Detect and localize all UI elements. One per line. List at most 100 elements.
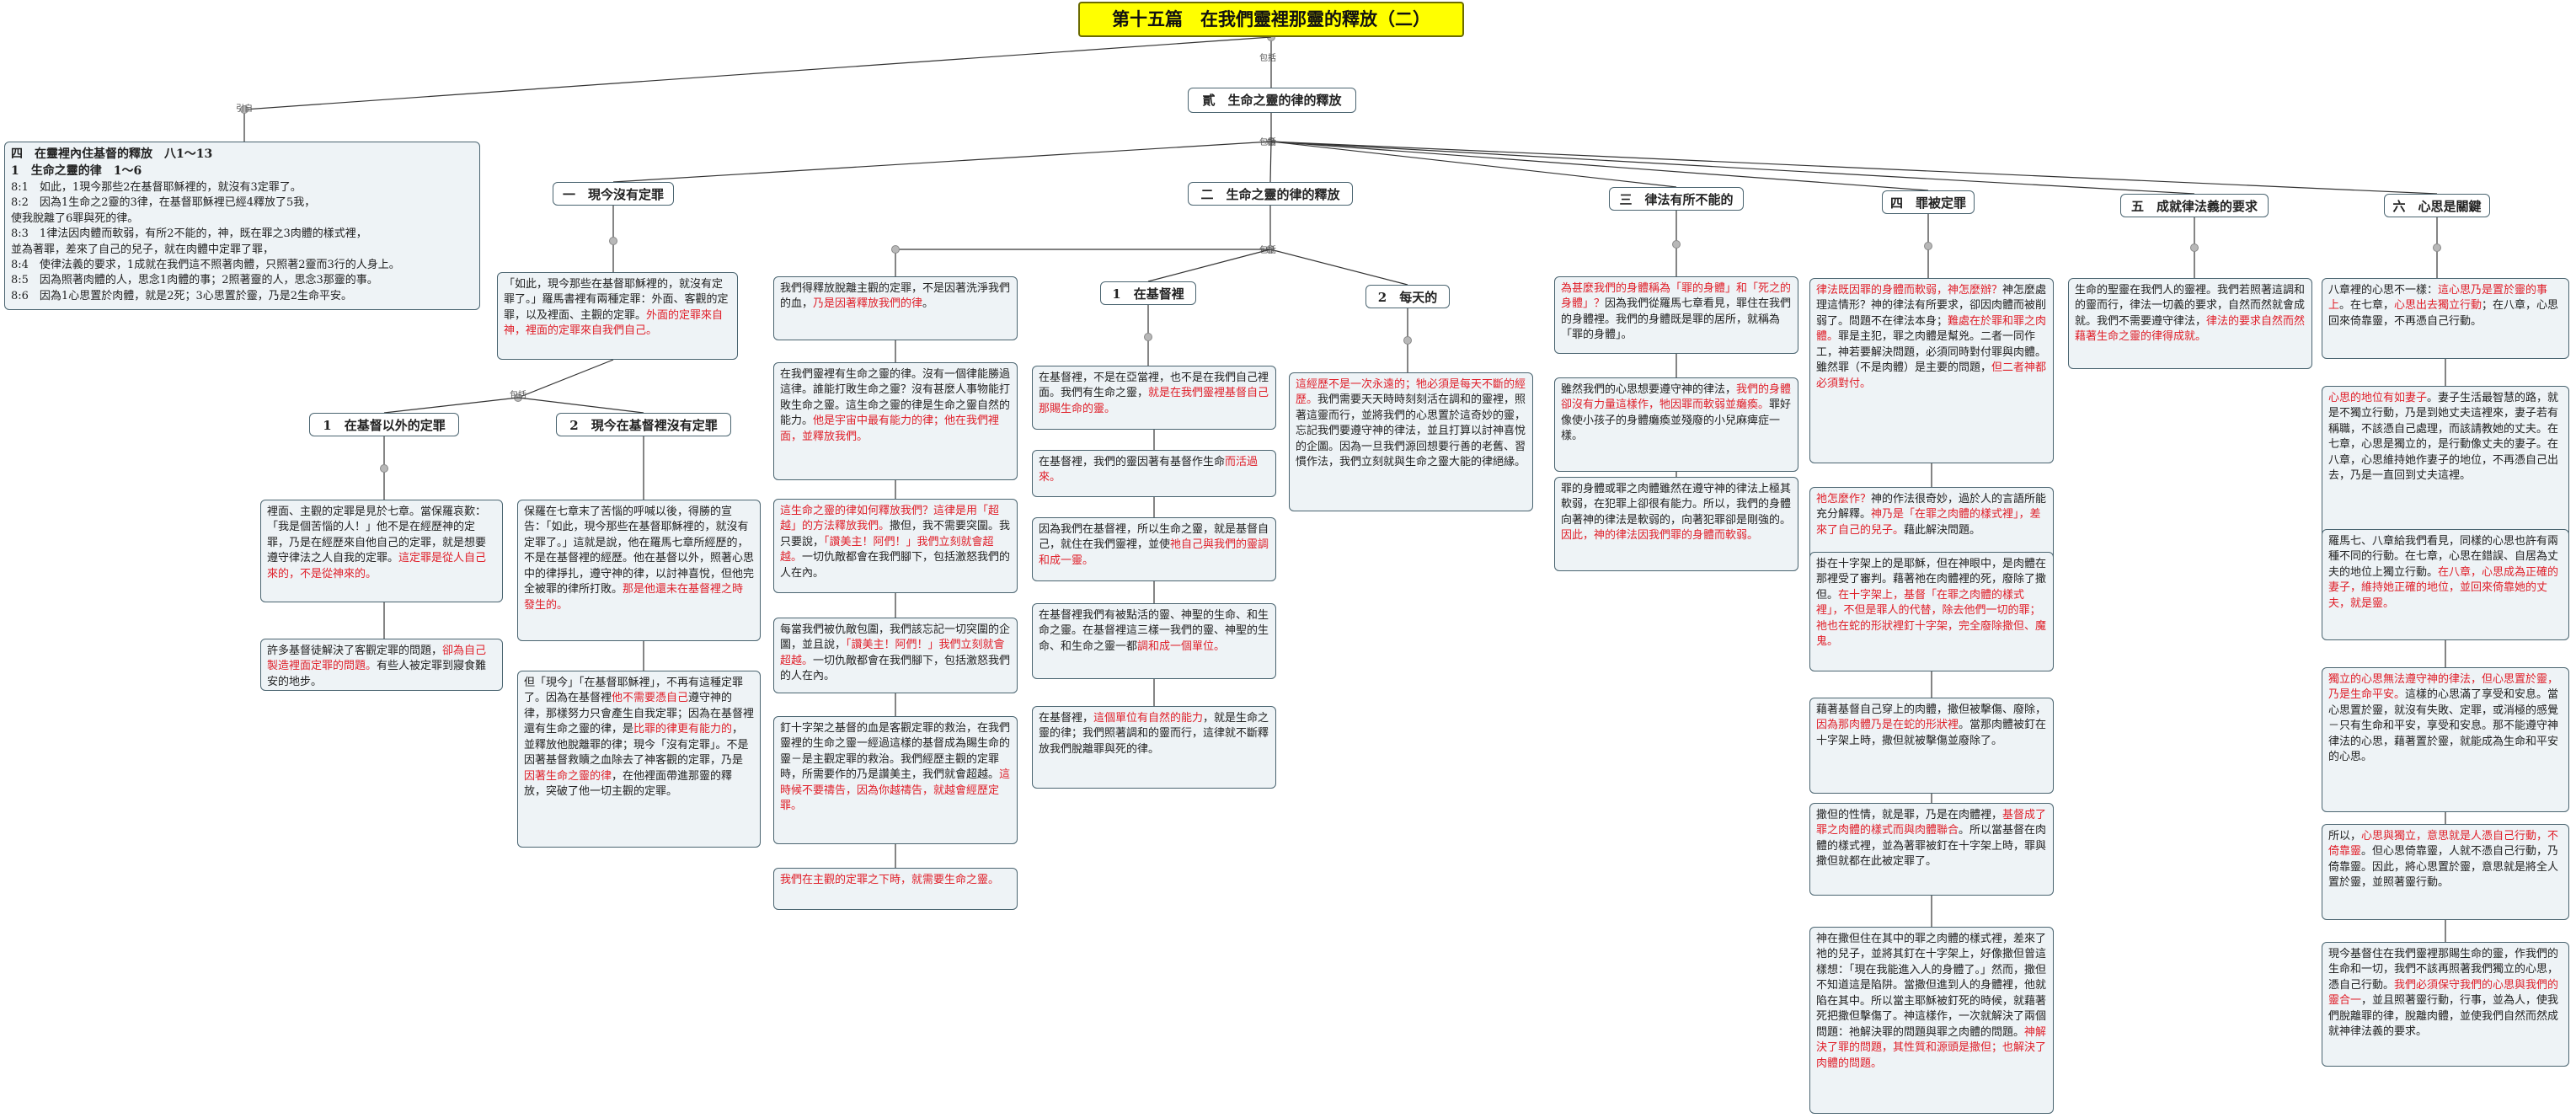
body-text: 。	[922, 297, 934, 311]
highlight-text: 祂怎麼作？	[1816, 493, 1872, 506]
branch-header[interactable]: 六 心思是關鍵	[2384, 194, 2490, 217]
body-text: 撒但，我不需要突圍。我只要說，	[780, 520, 1011, 548]
highlight-text: 難處在於罪和罪之肉體。	[1816, 314, 2047, 344]
body-text: 雖然我們的心思想要遵守神的律法，	[1561, 383, 1737, 396]
include-connector-label: 包括	[1259, 54, 1276, 63]
highlight-text: 這時候不要禱告，因為你越禱告，就越會經歷定罪。	[780, 768, 1011, 813]
body-text: 遵守神的律，那樣努力只會產生自我定罪；因為在基督裡還有生命之靈的律，是	[524, 692, 755, 736]
highlight-text: 我們的身體卻沒有力量這樣作，牠因罪而軟弱並癱瘓。	[1561, 383, 1792, 412]
text-node[interactable]: 在我們靈裡有生命之靈的律。沒有一個律能勝過這律。誰能打敗生命之靈？沒有甚麼人事物…	[773, 362, 1018, 480]
highlight-text: 但二者神都必須對付。	[1816, 361, 2047, 390]
highlight-text: 調和成一個單位。	[1137, 639, 1226, 653]
text-node[interactable]: 在基督裡，不是在亞當裡，也不是在我們自己裡面。我們有生命之靈，就是在我們靈裡基督…	[1032, 366, 1276, 430]
text-node[interactable]: 這生命之靈的律如何釋放我們？這律是用「超越」的方法釋放我們。撒但，我不需要突圍。…	[773, 499, 1018, 593]
body-text: 在基督裡，我們的靈因著有基督作生命	[1039, 456, 1226, 468]
text-node[interactable]: 裡面、主觀的定罪是見於七章。當保羅哀歎：「我是個苦惱的人！」他不是在經歷神的定罪…	[260, 500, 503, 602]
body-text: 每當我們被仇敵包圍，我們該忘記一切突圍的企圖，並且說，	[780, 623, 1011, 652]
highlight-text: 他不需要憑自己	[612, 692, 689, 705]
text-node[interactable]: 許多基督徒解決了客觀定罪的問題，卻為自己製造裡面定罪的問題。有些人被定罪到寢食難…	[260, 639, 503, 691]
highlight-text: 在八章，心思成為正確的妻子，維持她正確的地位，並回來倚靠她的丈夫，就是靈。	[2328, 565, 2559, 610]
text-node[interactable]: 生命的聖靈在我們人的靈裡。我們若照著這調和的靈而行，律法一切義的要求，自然而然就…	[2068, 278, 2312, 369]
text-node[interactable]: 現今基督住在我們靈裡那賜生命的靈，作我們的生命和一切，我們不該再照著我們獨立的心…	[2322, 942, 2569, 1067]
text-node[interactable]: 藉著基督自己穿上的肉體，撒但被擊傷、廢除，因為那肉體乃是在蛇的形狀裡。當那肉體被…	[1809, 698, 2054, 794]
text-node[interactable]: 釘十字架之基督的血是客觀定罪的救治，在我們靈裡的生命之靈一經過這樣的基督成為賜生…	[773, 716, 1018, 844]
text-node[interactable]: 但「現今」「在基督耶穌裡」，不再有這種定罪了。因為在基督裡他不需要憑自己遵守神的…	[517, 671, 761, 848]
include-connector-label: 包括	[510, 391, 526, 400]
text-node[interactable]: 律法既因罪的身體而軟弱，神怎麼辦？神怎麼處理這情形？神的律法有所要求，卻因肉體而…	[1809, 278, 2054, 463]
text-node[interactable]: 所以，心思與獨立，意思就是人憑自己行動，不倚靠靈。但心思倚靠靈，人就不憑自己行動…	[2322, 824, 2569, 920]
body-text: ，在他裡面帶進那靈的釋放，突破了他一切主觀的定罪。	[524, 769, 733, 799]
text-node[interactable]: 八章裡的心思不一樣：這心思乃是置於靈的事上。在七章，心思出去獨立行動；在八章，心…	[2322, 278, 2569, 359]
branch-header[interactable]: 二 生命之靈的律的釋放	[1188, 182, 1353, 206]
text-node[interactable]: 神在撒但住在其中的罪之肉體的樣式裡，差來了祂的兒子，並將其釘在十字架上，好像撒但…	[1809, 927, 2054, 1114]
text-node[interactable]: 為甚麼我們的身體稱為「罪的身體」和「死之的身體」？因為我們從羅馬七章看見，罪住在…	[1554, 276, 1798, 354]
scripture-heading: 四 在靈裡內住基督的釋放 八1～13	[11, 147, 213, 161]
branch-header[interactable]: 三 律法有所不能的	[1609, 187, 1744, 211]
highlight-text: 而活過來。	[1039, 456, 1259, 484]
body-text: 生命的聖靈在我們人的靈裡。我們若照著這調和的靈而行，律法一切義的要求，自然而然就…	[2075, 284, 2306, 328]
connector-dot	[1403, 336, 1412, 345]
text-node[interactable]: 我們在主觀的定罪之下時，就需要生命之靈。	[773, 868, 1018, 910]
body-text: 裡面、主觀的定罪是見於七章。當保羅哀歎：「我是個苦惱的人！」他不是在經歷神的定罪…	[267, 506, 487, 565]
text-node[interactable]: 每當我們被仇敵包圍，我們該忘記一切突圍的企圖，並且說，「讚美主！阿們！」我們立刻…	[773, 618, 1018, 693]
text-node[interactable]: 保羅在七章末了苦惱的呼喊以後，得勝的宣告：「如此，現今那些在基督耶穌裡的，就沒有…	[517, 500, 761, 641]
connector-line	[1269, 141, 1272, 183]
body-text: 但「現今」「在基督耶穌裡」，不再有這種定罪了。因為在基督裡	[524, 677, 744, 705]
body-text: 因為我們從羅馬七章看見，罪住在我們的身體裡。我們的身體既是罪的居所，就稱為「罪的…	[1561, 297, 1792, 342]
text-node[interactable]: 因為我們在基督裡，所以生命之靈，就是基督自己，就住在我們靈裡，並使祂自己與我們的…	[1032, 517, 1276, 581]
body-text: 藉此解決問題。	[1904, 523, 1981, 537]
body-text: 罪好像使小孩子的身體癱瘓並殘廢的小兒麻痺症一樣。	[1561, 399, 1792, 443]
branch-header[interactable]: 五 成就律法義的要求	[2120, 194, 2269, 217]
body-text: 一切仇敵都會在我們腳下，包括激怒我們的人在內。	[780, 654, 1011, 683]
body-text: 釘十字架之基督的血是客觀定罪的救治，在我們靈裡的生命之靈一經過這樣的基督成為賜生…	[780, 722, 1011, 782]
connector-dot	[380, 464, 388, 473]
text-node[interactable]: 獨立的心思無法遵守神的律法，但心思置於靈，乃是生命平安。這樣的心思滿了享受和安息…	[2322, 667, 2569, 812]
scripture-verse: 8:4 使律法義的要求，1成就在我們這不照著肉體，只照著2靈而3行的人身上。	[11, 259, 400, 272]
branch-header[interactable]: 一 現今沒有定罪	[553, 182, 674, 206]
text-node[interactable]: 心思的地位有如妻子。妻子生活最智慧的路，就是不獨立行動，乃是到她丈夫這裡來，妻子…	[2322, 386, 2569, 538]
text-node[interactable]: 我們得釋放脫離主觀的定罪，不是因著洗淨我們的血，乃是因著釋放我們的律。	[773, 276, 1018, 340]
include-connector-label: 包括	[1259, 246, 1276, 255]
connector-line	[1270, 141, 2438, 195]
main-branch-header[interactable]: 貳 生命之靈的律的釋放	[1188, 88, 1356, 113]
body-text: 。妻子生活最智慧的路，就是不獨立行動，乃是到她丈夫這裡來，妻子若有稱職，不該憑自…	[2328, 392, 2559, 483]
body-text: 一切仇敵都會在我們腳下，包括激怒我們的人在內。	[780, 551, 1011, 580]
sub-header[interactable]: 2 每天的	[1365, 285, 1450, 308]
highlight-text: 這生命之靈的律如何釋放我們？這律是用「超越」的方法釋放我們。	[780, 505, 1000, 533]
branch-header[interactable]: 四 罪被定罪	[1882, 190, 1975, 214]
body-text: 現今基督住在我們靈裡那賜生命的靈，作我們的生命和一切，我們不該再照著我們獨立的心…	[2328, 948, 2559, 992]
sub-header[interactable]: 2 現今在基督裡沒有定罪	[556, 413, 731, 436]
connector-line	[1270, 141, 1677, 188]
highlight-text: 因為那肉體乃是在蛇的形狀裡	[1816, 719, 1959, 732]
scripture-heading: 1 生命之靈的律 1～6	[11, 163, 142, 178]
no-condemnation-intro[interactable]: 「如此，現今那些在基督耶穌裡的，就沒有定罪了。」羅馬書裡有兩種定罪：外面、客觀的…	[497, 272, 738, 360]
intro-connector-label: 引自	[236, 104, 253, 114]
text-node[interactable]: 罪的身體或罪之肉體雖然在遵守神的律法上極其軟弱，在犯罪上卻很有能力。所以，我們的…	[1554, 477, 1798, 571]
text-node[interactable]: 羅馬七、八章給我們看見，同樣的心思也許有兩種不同的行動。在七章，心思在錯誤、自居…	[2322, 529, 2569, 640]
text-node[interactable]: 撒但的性情，就是罪，乃是在肉體裡，基督成了罪之肉體的樣式而與肉體聯合。所以當基督…	[1809, 803, 2054, 896]
text-node[interactable]: 在基督裡我們有被點活的靈、神聖的生命、和生命之靈。在基督裡這三樣一我們的靈、神聖…	[1032, 603, 1276, 679]
include-connector-label: 包括	[1259, 138, 1276, 147]
text-node[interactable]: 在基督裡，這個單位有自然的能力，就是生命之靈的律；我們照著調和的靈而行，這律就不…	[1032, 706, 1276, 789]
body-text: 神怎麼處理這情形？神的律法有所要求，卻因肉體而被削弱了。問題不在律法本身；	[1816, 284, 2047, 328]
root-title[interactable]: 第十五篇 在我們靈裡那靈的釋放（二）	[1078, 2, 1464, 37]
connector-dot	[240, 105, 249, 114]
text-node[interactable]: 在基督裡，我們的靈因著有基督作生命而活過來。	[1032, 450, 1276, 497]
highlight-text: 我們在主觀的定罪之下時，就需要生命之靈。	[780, 874, 1000, 886]
body-text: 這樣的心思滿了享受和安息。當心思置於靈，就沒有失敗、定罪，或消極的感覺－只有生命…	[2328, 688, 2559, 764]
body-text: 所以，	[2328, 830, 2362, 843]
highlight-text: 神乃是「在罪之肉體的樣式裡」，差來了自己的兒子。	[1816, 508, 2041, 537]
text-node[interactable]: 這經歷不是一次永遠的；牠必須是每天不斷的經歷。我們需要天天時時刻刻活在調和的靈裡…	[1289, 372, 1533, 511]
sub-header[interactable]: 1 在基督裡	[1100, 281, 1196, 305]
body-text: ，並且照著靈行動，行事，並為人，使我們脫離罪的律，脫離肉體，並使我們自然而然成就…	[2328, 994, 2559, 1039]
scripture-verse: 8:5 因為照著肉體的人，思念1肉體的事；2照著靈的人，思念3那靈的事。	[11, 274, 378, 287]
scripture-verse: 8:3 1律法因肉體而軟弱，有所2不能的，神，既在罪之3肉體的樣式裡，	[11, 227, 367, 241]
highlight-text: 律法既因罪的身體而軟弱，神怎麼辦？	[1816, 284, 2003, 297]
text-node[interactable]: 掛在十字架上的是耶穌，但在神眼中，是肉體在那裡受了審判。藉著祂在肉體裡的死，廢除…	[1809, 552, 2054, 671]
text-node[interactable]: 雖然我們的心思想要遵守神的律法，我們的身體卻沒有力量這樣作，牠因罪而軟弱並癱瘓。…	[1554, 377, 1798, 472]
sub-header[interactable]: 1 在基督以外的定罪	[309, 413, 459, 436]
body-text: 因為我們在基督裡，所以生命之靈，就是基督自己，就住在我們靈裡，並使	[1039, 523, 1269, 552]
